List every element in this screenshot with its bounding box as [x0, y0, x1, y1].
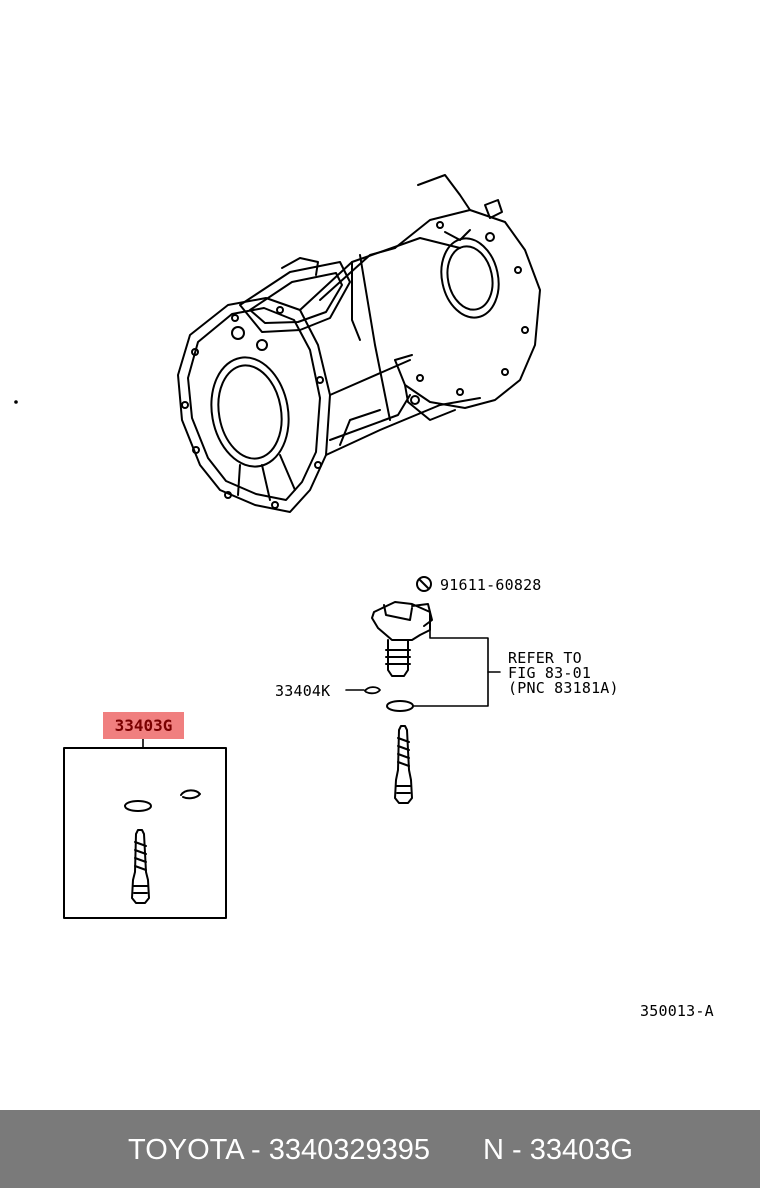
o-ring	[386, 700, 414, 712]
refer-figure-label: FIG 83-01	[508, 664, 592, 682]
figure-code-label: 350013-A	[640, 1002, 714, 1020]
washer-part-label: 33404K	[275, 682, 331, 700]
kit-box	[63, 737, 227, 919]
kit-part-highlight[interactable]: 33403G	[103, 712, 184, 739]
refer-pnc-label: (PNC 83181A)	[508, 679, 619, 697]
speedometer-sensor-assembly	[345, 576, 501, 804]
footer-bar: TOYOTA - 3340329395 N - 33403G	[0, 1110, 760, 1188]
footer-ref: N - 33403G	[483, 1134, 633, 1166]
bolt-part-label: 91611-60828	[440, 576, 542, 594]
bolt-symbol-icon	[416, 576, 432, 592]
footer-brand-part: TOYOTA - 3340329395	[128, 1134, 431, 1166]
snap-ring	[364, 686, 381, 695]
refer-to-label: REFER TO	[508, 649, 582, 667]
transmission-housing	[177, 174, 541, 513]
parts-diagram	[14, 174, 541, 919]
